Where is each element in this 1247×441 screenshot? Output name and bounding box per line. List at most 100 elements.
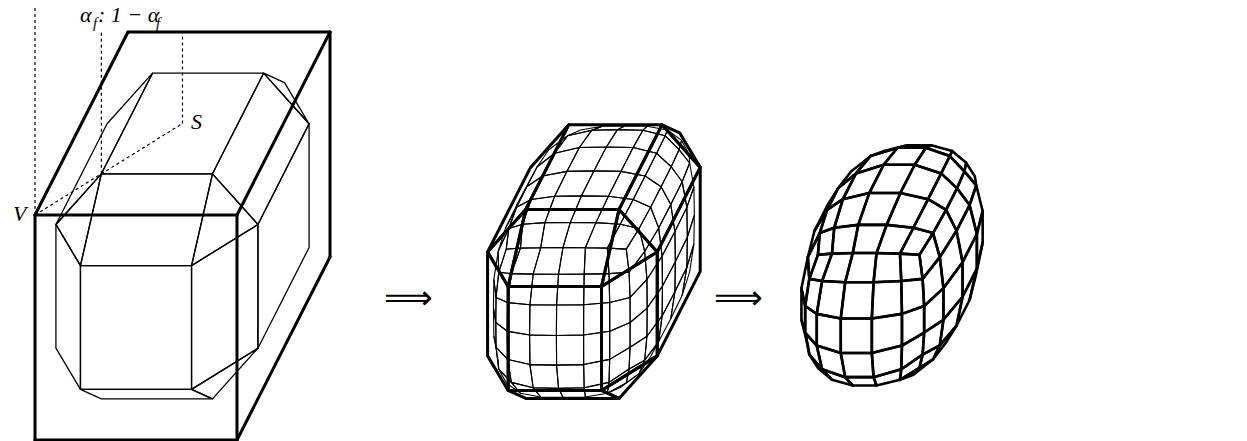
chamfered-face <box>488 125 569 252</box>
chamfered-face <box>56 73 153 224</box>
dashed-guides <box>35 8 183 215</box>
chamfered-face <box>80 266 191 390</box>
chamfered-face <box>264 73 309 124</box>
mesh-face <box>662 262 675 316</box>
chamfered-face <box>80 389 212 398</box>
chamfered-face <box>662 125 700 168</box>
mesh-face <box>915 148 950 174</box>
mesh-face <box>496 297 508 331</box>
mesh-face <box>630 279 647 322</box>
mesh-face <box>970 243 983 300</box>
mesh-face <box>530 305 557 336</box>
mesh-face <box>687 215 694 267</box>
math-label: V <box>13 203 26 225</box>
mesh-face <box>530 274 559 305</box>
mesh-face <box>651 187 671 228</box>
mesh-face <box>963 234 977 297</box>
chamfered-face <box>80 174 212 266</box>
mesh-face <box>647 256 663 308</box>
mesh-face <box>926 145 952 156</box>
mesh-face <box>530 335 557 365</box>
chamfered-face <box>488 209 526 286</box>
chamfered-face <box>602 252 658 391</box>
mesh-face <box>856 148 897 174</box>
chamfered-face <box>258 124 309 348</box>
guide-line <box>101 32 102 174</box>
mesh-face <box>913 199 946 233</box>
mesh-face <box>610 297 630 331</box>
mesh-face <box>901 279 924 314</box>
mesh-face <box>933 326 956 360</box>
chamfered-face <box>192 224 258 389</box>
mesh-face <box>845 253 876 282</box>
implies-arrow: ⟹ <box>714 280 763 314</box>
cube-edge <box>34 215 37 440</box>
mesh-face <box>928 173 957 209</box>
limit-figure <box>801 145 982 385</box>
mesh-face <box>557 365 585 389</box>
mesh-face <box>556 335 583 365</box>
refined-figure <box>488 125 701 399</box>
chamfered-face <box>508 287 601 391</box>
mesh-face <box>530 365 559 389</box>
mesh-face <box>559 248 586 275</box>
mesh-face <box>841 318 872 353</box>
mesh-face <box>874 253 902 282</box>
mesh-face <box>633 176 661 207</box>
guide-line <box>182 32 183 124</box>
chamfered-face <box>602 356 658 399</box>
chamfered-face <box>619 125 700 252</box>
mesh-face <box>508 359 534 387</box>
chamfered-face <box>56 174 101 266</box>
math-label: : 1 − α <box>98 4 159 26</box>
mesh-face <box>809 254 832 281</box>
mesh-face <box>584 274 610 305</box>
math-label: f <box>93 16 97 31</box>
mesh-face <box>841 353 874 377</box>
math-label: f <box>156 16 160 31</box>
implies-arrow: ⟹ <box>384 280 433 314</box>
mesh-face <box>845 377 876 385</box>
chamfered-face <box>212 73 309 224</box>
mesh-face <box>900 165 941 199</box>
mesh-face <box>606 130 643 148</box>
mesh-face <box>557 274 585 305</box>
chamfered-face <box>508 209 619 286</box>
mesh-face <box>661 167 682 205</box>
cube-figure <box>35 32 330 440</box>
mesh-face <box>556 305 583 336</box>
mesh-face <box>584 303 610 335</box>
cube-edge <box>35 32 128 215</box>
mesh-face <box>841 282 874 318</box>
chamfered-face <box>602 209 658 286</box>
chamfered-face <box>101 73 263 174</box>
mesh-face <box>900 254 923 281</box>
mesh-face <box>584 331 610 364</box>
cube-edge <box>237 32 330 215</box>
guide-line <box>34 8 35 215</box>
mesh-face <box>900 355 923 380</box>
mesh-face <box>617 126 647 130</box>
chamfered-face <box>488 252 509 391</box>
mesh-face <box>533 248 563 275</box>
chamfered-face <box>56 224 81 389</box>
cube-edge <box>236 215 239 440</box>
cube-edge <box>35 439 237 441</box>
mesh-face <box>950 151 966 172</box>
math-label: S <box>190 111 203 133</box>
chamfered-face <box>192 348 258 399</box>
chamfered-face <box>657 167 700 355</box>
cube-edge <box>329 32 332 257</box>
mesh-face <box>957 171 976 205</box>
mesh-face <box>970 185 983 234</box>
mesh-face <box>872 281 902 318</box>
math-label: α <box>80 4 92 26</box>
cube-edge <box>237 257 330 440</box>
mesh-face <box>507 303 530 335</box>
chamfered-face <box>192 174 258 266</box>
mesh-face <box>874 369 902 385</box>
mesh-face <box>645 153 671 187</box>
mesh-face <box>541 222 571 247</box>
